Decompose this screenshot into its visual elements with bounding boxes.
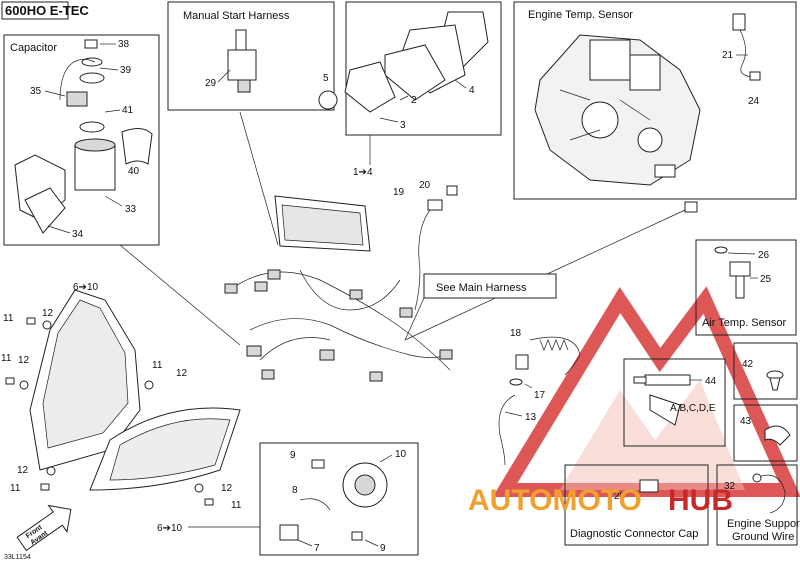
callout-20: 20 [419,180,431,191]
model-box [1,1,69,20]
engine-support-ground-wire-box [716,464,798,546]
callout-11-d: 11 [10,483,21,494]
callout-11-b: 11 [1,353,12,364]
callout-3: 3 [400,120,406,131]
engine-temp-sensor-box [513,1,797,200]
callout-39: 39 [120,65,132,76]
callout-8: 8 [292,485,298,496]
callout-33: 33 [125,204,137,215]
callout-19: 19 [393,187,405,198]
callout-18: 18 [510,328,522,339]
instrument-panel [274,195,371,252]
callout-11-e: 11 [231,500,242,511]
callout-4: 4 [469,85,475,96]
temp-sensor-part [732,13,761,81]
headlight-bulb-parts [279,459,388,541]
callout-10: 10 [395,449,407,460]
headlight-lens [89,407,241,491]
capacitor-title: Capacitor [10,42,57,54]
callout-5: 5 [323,73,329,84]
sealant-box [623,358,726,447]
diagnostic-connector-cap-box [564,464,709,546]
callout-11-c: 11 [152,360,163,371]
callout-12-a: 12 [42,308,54,319]
watermark-text-automoto: AUTOMOTO [468,484,642,517]
callout-38: 38 [118,39,130,50]
callout-34: 34 [72,229,84,240]
model-title: 600HO E-TEC [5,3,89,18]
callout-2: 2 [411,95,417,106]
callout-44: 44 [705,376,717,387]
manual-start-harness-title: Manual Start Harness [183,10,290,22]
see-main-harness-label: See Main Harness [436,282,527,294]
ground-wire [752,473,786,514]
engine-support-title: Engine Support [727,518,800,530]
callout-7: 7 [314,543,320,554]
callout-42: 42 [742,359,754,370]
diagnostic-cap [639,479,659,493]
engine-illustration [534,34,701,186]
watermark-logo [492,286,800,497]
ground-wire-title: Ground Wire [732,531,794,543]
main-harness [224,269,453,382]
callout-9-b: 9 [380,543,386,554]
clip-42 [766,370,784,391]
callout-24: 24 [748,96,760,107]
air-temp-sensor-box [695,239,797,336]
manual-start-harness-part [227,29,257,93]
engine-temp-sensor-title: Engine Temp. Sensor [528,9,633,21]
sensor-19-20 [414,185,458,311]
callout-21: 21 [722,50,734,61]
callout-9-a: 9 [290,450,296,461]
part-42-box [733,342,798,400]
spiral-cable [498,336,581,466]
callout-abcde: A,B,C,D,E [670,403,716,414]
callout-35: 35 [30,86,42,97]
callout-25: 25 [760,274,772,285]
callout-32: 32 [724,481,736,492]
callout-12-e: 12 [221,483,233,494]
headlight-housing [29,289,141,471]
headlight-parts-box [259,442,419,556]
manual-start-harness-box [167,1,335,111]
capacitor-box [3,34,160,246]
watermark-text-hub: HUB [668,484,733,517]
diagnostic-connector-cap-title: Diagnostic Connector Cap [570,528,698,540]
callout-12-c: 12 [176,368,188,379]
callout-41: 41 [122,105,134,116]
clamp-43 [764,425,791,446]
callout-6-10-top: 6➔10 [73,282,99,293]
callout-13: 13 [525,412,537,423]
front-arrow: Front Avant [16,504,72,552]
connector-part [684,201,698,213]
callout-12-b: 12 [18,355,30,366]
diagram-code: 33L1154 [4,554,31,561]
sealant-tube [633,374,691,426]
callout-12-d: 12 [17,465,29,476]
gauge-box [345,1,502,136]
air-temp-sensor-part [714,246,751,299]
gauge-parts [318,11,489,113]
callout-17: 17 [534,390,546,401]
capacitor-parts [14,39,153,234]
callout-1-4: 1➔4 [353,167,373,178]
callout-40: 40 [128,166,140,177]
air-temp-sensor-title: Air Temp. Sensor [702,317,787,329]
callout-26: 26 [758,250,770,261]
callout-11-a: 11 [3,313,14,324]
callout-43: 43 [740,416,752,427]
callout-6-10-bottom: 6➔10 [157,523,183,534]
screws [5,317,214,506]
part-43-box [733,404,798,462]
callout-29: 29 [205,78,217,89]
see-main-harness-box [423,273,557,299]
callout-28: 28 [614,491,626,502]
